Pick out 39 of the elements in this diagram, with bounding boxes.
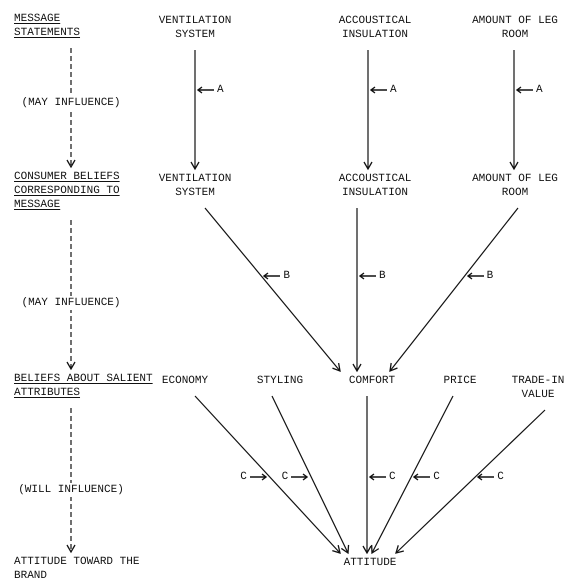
edge-label: C [433,470,440,484]
arrow [66,408,76,553]
arrow [363,50,373,170]
concept-label: AMOUNT OF LEG ROOM [470,172,560,200]
arrow [204,208,341,372]
arrow [509,50,519,170]
arrow [371,396,454,554]
arrow [352,208,362,372]
concept-label: ATTITUDE [335,556,405,570]
concept-label: PRICE [435,374,485,388]
arrow [389,208,518,372]
edge-label: C [389,470,396,484]
edge-label: B [379,269,386,283]
edge-label: A [390,83,397,97]
concept-label: STYLING [250,374,310,388]
concept-label: ACCOUSTICAL INSULATION [320,172,430,200]
concept-label: TRADE-IN VALUE [505,374,571,402]
edge-label: C [282,470,288,484]
stage-heading: MESSAGE STATEMENTS [14,12,124,40]
concept-label: AMOUNT OF LEG ROOM [470,14,560,42]
stage-heading: CONSUMER BELIEFS CORRESPONDING TO MESSAGE [14,170,146,212]
concept-label: ATTITUDE TOWARD THE BRAND [14,555,144,582]
arrow [362,396,372,554]
concept-label: VENTILATION SYSTEM [145,172,245,200]
edge-label: B [283,269,290,283]
edge-label: C [240,470,247,484]
arrow [190,50,200,170]
arrow [66,48,76,168]
concept-label: ACCOUSTICAL INSULATION [320,14,430,42]
arrow [395,410,546,554]
concept-label: COMFORT [342,374,402,388]
arrow [194,396,341,554]
edge-label: B [486,269,494,283]
arrow [66,220,76,370]
edge-label: C [497,470,504,484]
concept-label: VENTILATION SYSTEM [145,14,245,42]
edge-label: A [217,83,224,97]
edge-label: A [536,83,543,97]
arrow [271,396,350,554]
